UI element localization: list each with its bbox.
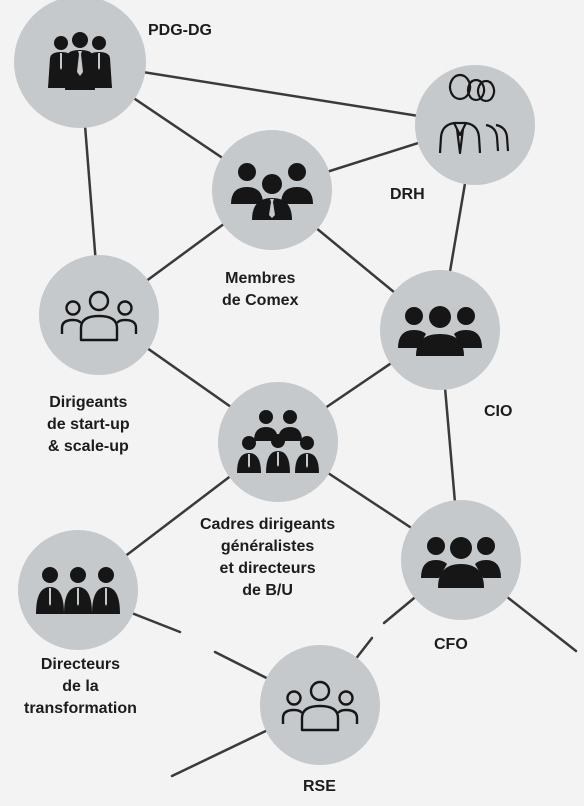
node-pdg-dg bbox=[14, 0, 146, 128]
executive-team-icon bbox=[48, 32, 112, 90]
label-cadres: Cadres dirigeants généralistes et direct… bbox=[200, 516, 336, 599]
link-pdg-drh bbox=[78, 60, 477, 127]
label-cio: CIO bbox=[484, 403, 513, 420]
group-outline-icon bbox=[281, 680, 359, 732]
node-drh bbox=[415, 65, 535, 185]
label-cfo: CFO bbox=[434, 636, 468, 653]
node-cio bbox=[380, 270, 500, 390]
node-cadres bbox=[218, 382, 338, 502]
node-startup bbox=[39, 255, 159, 375]
finance-team-icon bbox=[421, 537, 501, 588]
managers-group-icon bbox=[237, 410, 319, 473]
committee-icon bbox=[231, 163, 313, 220]
three-managers-icon bbox=[36, 567, 120, 614]
label-transfo: Directeurs de la transformation bbox=[24, 656, 137, 717]
node-transfo bbox=[18, 530, 138, 650]
group-outline-icon bbox=[60, 290, 138, 342]
label-comex: Membres de Comex bbox=[222, 270, 299, 309]
outlined-people-icon bbox=[438, 73, 510, 155]
label-rse: RSE bbox=[303, 778, 336, 795]
label-startup: Dirigeants de start-up & scale-up bbox=[47, 394, 130, 455]
label-drh: DRH bbox=[390, 186, 425, 203]
team-icon bbox=[398, 306, 482, 356]
label-pdg-dg: PDG-DG bbox=[148, 22, 212, 39]
node-comex bbox=[212, 130, 332, 250]
node-rse bbox=[260, 645, 380, 765]
node-cfo bbox=[401, 500, 521, 620]
